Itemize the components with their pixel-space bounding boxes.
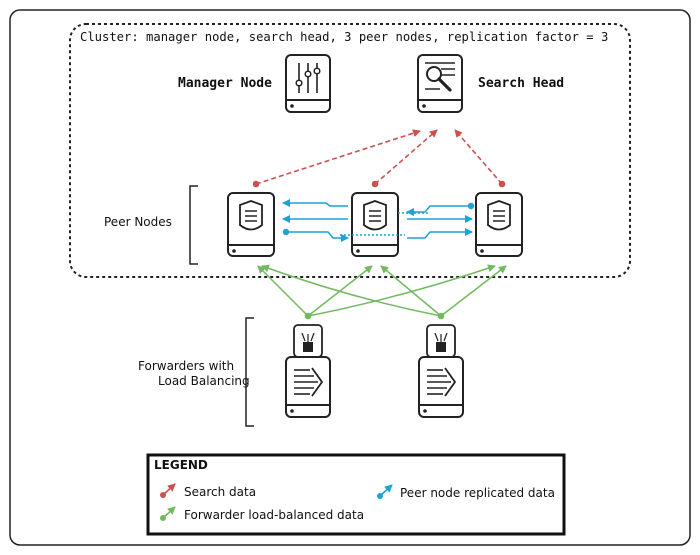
- replication-arrow-3-to-2: [406, 205, 471, 216]
- manager-node-icon: [285, 54, 331, 113]
- replication-origins: [282, 202, 475, 236]
- replication-arrow-2-to-1-top: [282, 199, 348, 207]
- peer-node-3-icon: [475, 192, 523, 257]
- fwd2-to-peer3: [440, 265, 507, 317]
- legend-search-label: Search data: [184, 485, 256, 499]
- legend-title: LEGEND: [154, 458, 208, 472]
- legend-replication-label: Peer node replicated data: [400, 486, 555, 500]
- search-arrow-peer2: [374, 129, 438, 185]
- cluster-boundary: [69, 23, 631, 278]
- legend-forwarder-icon: [160, 506, 176, 521]
- search-head-label: Search Head: [478, 76, 564, 91]
- search-data-origins: [252, 180, 506, 188]
- peer-node-2-icon: [351, 192, 399, 257]
- peer-nodes-bracket: [189, 185, 198, 265]
- search-head-icon: [417, 54, 463, 113]
- replication-arrow-1-to-2: [286, 231, 349, 242]
- cluster-caption: Cluster: manager node, search head, 3 pe…: [80, 30, 608, 44]
- forwarder-data-origins: [304, 312, 445, 320]
- forwarder-data-arrows: [257, 264, 507, 317]
- fwd1-to-peer1: [257, 265, 309, 317]
- peer-node-1-icon: [227, 192, 275, 257]
- forwarder-1-icon: [285, 324, 331, 418]
- legend-box: [146, 453, 566, 536]
- forwarders-bracket: [245, 317, 254, 427]
- legend-search-icon: [160, 483, 176, 498]
- peer-nodes-label: Peer Nodes: [104, 215, 172, 229]
- replication-arrow-2-to-3-bottom: [407, 228, 473, 239]
- search-arrow-peer3: [454, 129, 503, 185]
- forwarders-label-line1: Forwarders with: [138, 359, 234, 373]
- forwarder-2-icon: [418, 324, 464, 418]
- manager-node-label: Manager Node: [178, 76, 272, 91]
- search-arrow-peer1: [255, 129, 421, 185]
- fwd2-to-peer2: [380, 265, 442, 317]
- fwd1-to-peer3: [307, 264, 496, 317]
- search-data-arrows: [255, 129, 503, 185]
- fwd2-to-peer1: [261, 264, 442, 317]
- legend: LEGEND Search data Forwarder load-balanc…: [146, 453, 566, 536]
- legend-forwarder-label: Forwarder load-balanced data: [184, 508, 364, 522]
- legend-replication-icon: [377, 484, 393, 499]
- forwarders-label-line2: Load Balancing: [158, 374, 250, 388]
- replication-arrows: [282, 199, 473, 242]
